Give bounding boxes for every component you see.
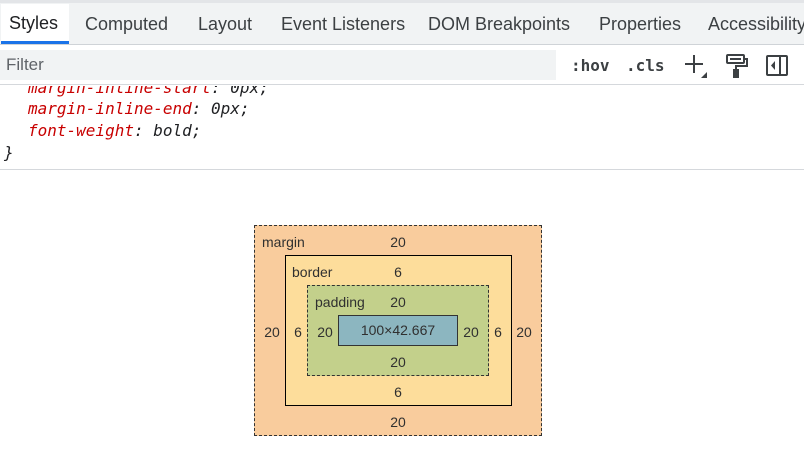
border-right-value[interactable]: 6: [494, 324, 502, 340]
tab-computed[interactable]: Computed: [85, 14, 169, 34]
add-rule-icon[interactable]: [682, 52, 710, 80]
css-declaration[interactable]: margin-inline-end: 0px;: [28, 99, 250, 118]
border-bottom-value[interactable]: 6: [394, 384, 402, 400]
css-declaration[interactable]: font-weight: bold;: [28, 121, 202, 140]
cls-button[interactable]: .cls: [626, 56, 665, 75]
css-property-value: bold: [153, 121, 192, 140]
margin-left-value[interactable]: 20: [264, 324, 280, 340]
margin-right-value[interactable]: 20: [516, 324, 532, 340]
tab-styles[interactable]: Styles: [1, 4, 69, 44]
margin-bottom-value[interactable]: 20: [390, 414, 406, 430]
toggle-sidebar-icon[interactable]: [764, 52, 792, 80]
margin-label: margin: [262, 234, 305, 250]
tab-layout[interactable]: Layout: [198, 14, 253, 34]
tab-bar-top-edge: [0, 0, 804, 3]
tab-accessibility[interactable]: Accessibility: [708, 14, 804, 34]
border-left-value[interactable]: 6: [294, 324, 302, 340]
box-model-content[interactable]: 100×42.667: [338, 315, 458, 346]
tab-properties[interactable]: Properties: [599, 14, 682, 34]
devtools-tab-bar: Styles Computed Layout Event Listeners D…: [0, 0, 804, 45]
hov-button[interactable]: :hov: [571, 56, 610, 75]
padding-left-value[interactable]: 20: [317, 324, 333, 340]
css-property-value: 0px: [230, 86, 260, 97]
styles-toolbar: :hov .cls: [0, 45, 804, 85]
css-declaration[interactable]: margin-inline-start: 0px;: [28, 86, 269, 99]
css-property-name: margin-inline-start: [28, 86, 212, 97]
filter-input[interactable]: [0, 50, 556, 80]
padding-bottom-value[interactable]: 20: [390, 354, 406, 370]
margin-top-value[interactable]: 20: [390, 234, 406, 250]
border-label: border: [292, 264, 333, 280]
style-rule-code: margin-inline-start: 0px; margin-inline-…: [0, 86, 804, 170]
paint-brush-icon[interactable]: [723, 52, 751, 80]
tab-dom-breakpoints[interactable]: DOM Breakpoints: [428, 14, 571, 34]
css-property-value: 0px: [211, 99, 240, 118]
padding-right-value[interactable]: 20: [463, 324, 479, 340]
css-property-name: margin-inline-end: [28, 99, 192, 118]
css-property-name: font-weight: [28, 121, 134, 140]
tab-event-listeners[interactable]: Event Listeners: [281, 14, 406, 34]
rule-closing-brace: }: [4, 143, 14, 162]
border-top-value[interactable]: 6: [394, 264, 402, 280]
padding-label: padding: [315, 294, 365, 310]
padding-top-value[interactable]: 20: [390, 294, 406, 310]
